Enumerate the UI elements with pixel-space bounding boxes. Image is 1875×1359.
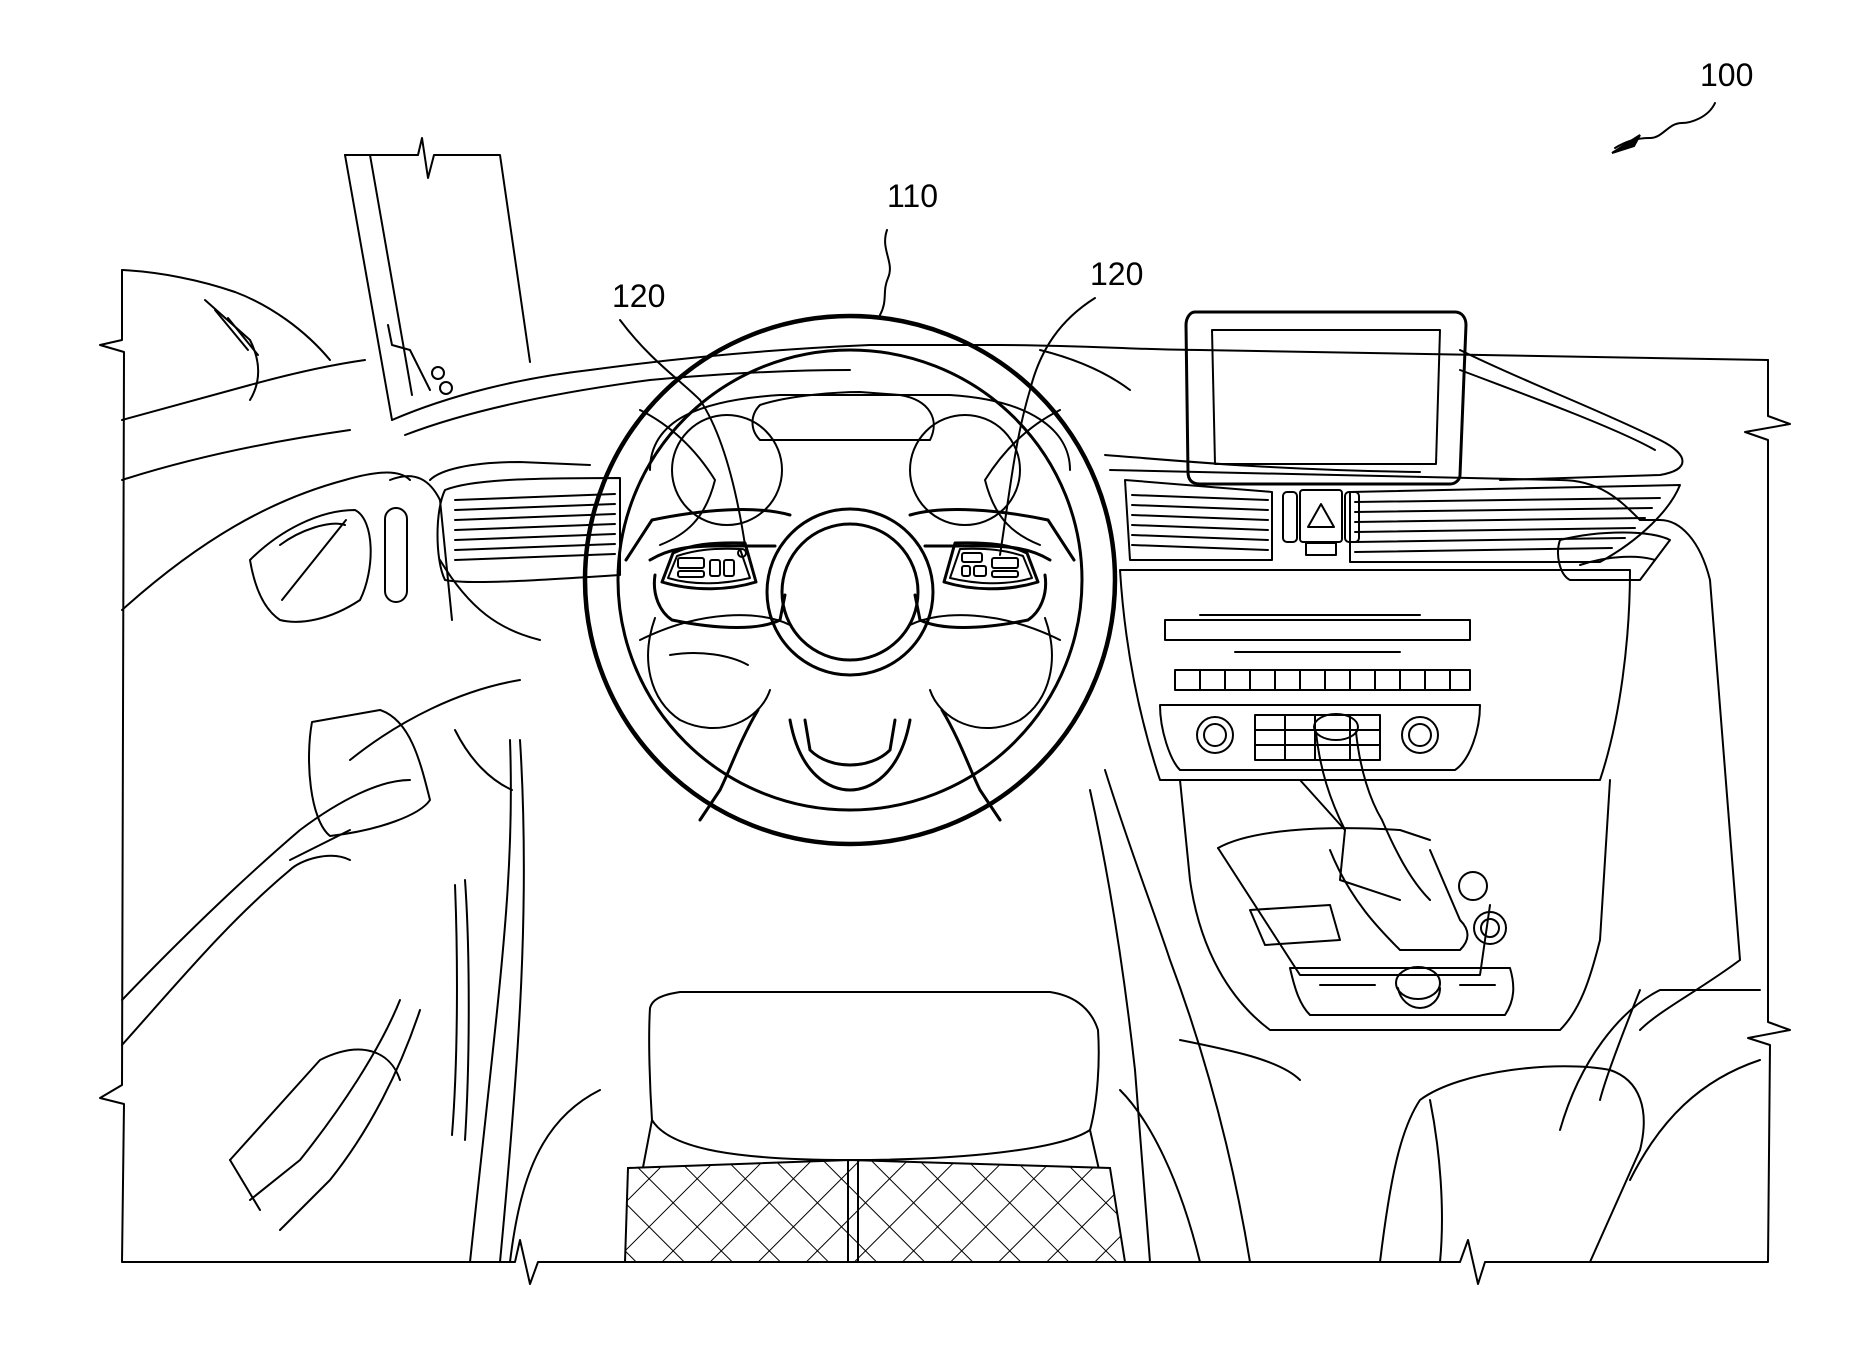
right-controls-label: 120 [1090, 256, 1143, 292]
left-door [122, 292, 452, 1045]
center-display [1186, 312, 1466, 484]
reference-labels: 100 110 120 120 [612, 57, 1753, 314]
center-vents [1125, 480, 1680, 562]
left-controls-label: 120 [612, 278, 665, 314]
driver-seat [510, 992, 1200, 1262]
figure-ref-label: 100 [1700, 57, 1753, 93]
frame-border [100, 270, 1790, 1284]
center-console [1120, 570, 1630, 780]
gear-shifter [1180, 714, 1610, 1030]
left-air-vent [438, 478, 621, 640]
steering-wheel-label: 110 [887, 178, 938, 214]
left-floor [230, 710, 524, 1262]
a-pillar [345, 138, 530, 420]
